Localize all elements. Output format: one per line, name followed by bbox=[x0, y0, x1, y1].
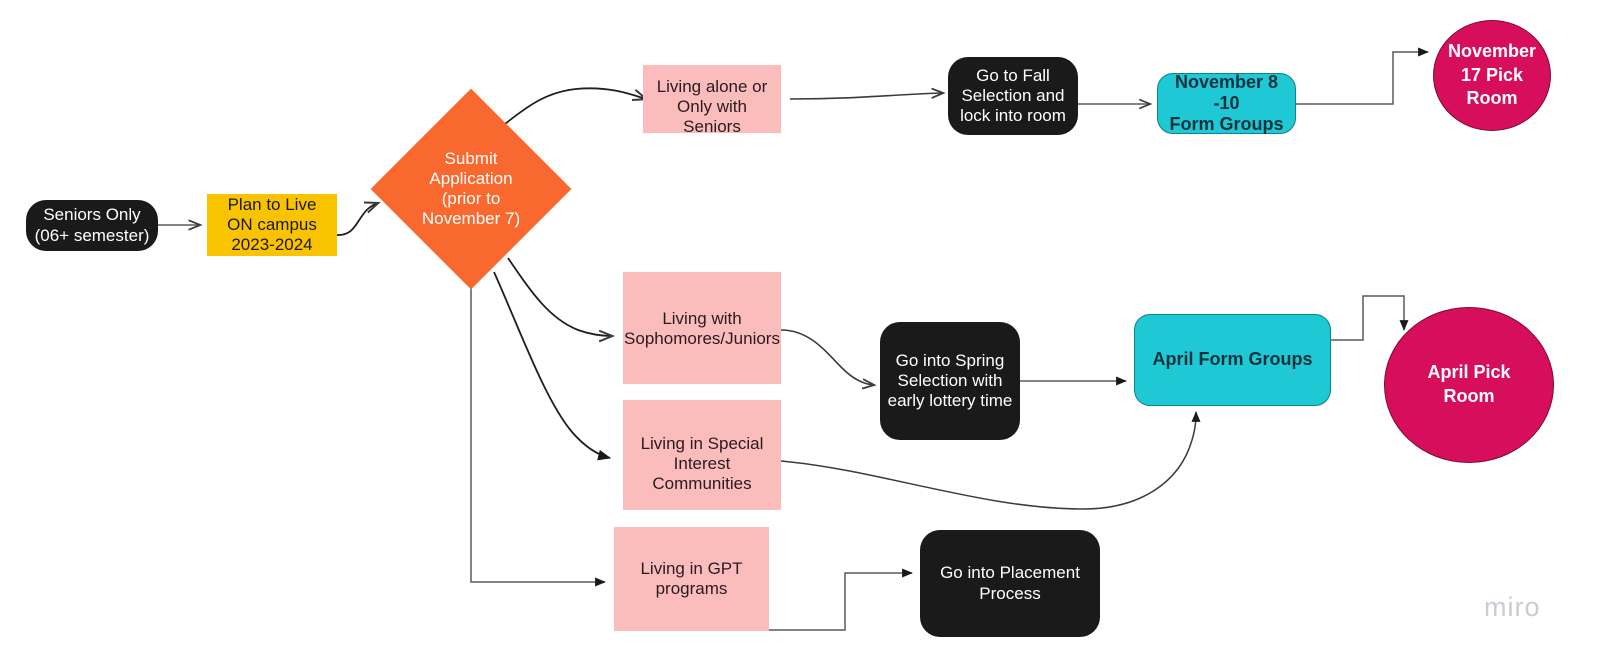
edge-april-groups-to-april-pick bbox=[1331, 295, 1409, 341]
node-living-special-interest-label: Living in Special Interest Communities bbox=[640, 434, 764, 494]
node-plan-to-live-on-label: Plan to Live ON campus 2023-2024 bbox=[227, 194, 317, 255]
edge-sophomores-to-spring-selection bbox=[780, 329, 874, 385]
node-seniors-only[interactable]: Seniors Only (06+ semester) bbox=[26, 200, 158, 251]
node-plan-to-live-on[interactable]: Plan to Live ON campus 2023-2024 bbox=[207, 194, 337, 256]
node-living-special-interest[interactable]: Living in Special Interest Communities bbox=[623, 400, 781, 510]
node-april-pick-room[interactable]: April Pick Room bbox=[1384, 307, 1554, 463]
edge-living-alone-to-fall-selection bbox=[789, 93, 943, 100]
node-go-to-fall-selection[interactable]: Go to Fall Selection and lock into room bbox=[948, 57, 1078, 135]
node-living-gpt[interactable]: Living in GPT programs bbox=[614, 527, 769, 631]
edge-gpt-to-placement bbox=[769, 568, 913, 631]
node-november-form-groups[interactable]: November 8 -10 Form Groups bbox=[1157, 71, 1296, 135]
node-april-pick-room-label: April Pick Room bbox=[1427, 362, 1511, 406]
node-submit-application[interactable]: Submit Application (prior to November 7) bbox=[370, 88, 572, 290]
node-living-alone[interactable]: Living alone or Only with Seniors bbox=[643, 65, 781, 136]
node-living-with-sophomores-juniors-label: Living with Sophomores/Juniors bbox=[624, 309, 780, 349]
node-go-into-spring-selection[interactable]: Go into Spring Selection with early lott… bbox=[880, 322, 1020, 440]
edge-application-to-sophomores bbox=[507, 257, 612, 336]
node-living-with-sophomores-juniors[interactable]: Living with Sophomores/Juniors bbox=[623, 272, 781, 384]
node-submit-application-label: Submit Application (prior to November 7) bbox=[421, 148, 521, 229]
node-april-form-groups-label: April Form Groups bbox=[1152, 349, 1313, 370]
node-november-form-groups-label: November 8 -10 Form Groups bbox=[1169, 71, 1284, 135]
node-living-alone-label: Living alone or Only with Seniors bbox=[656, 77, 768, 137]
node-living-gpt-label: Living in GPT programs bbox=[640, 559, 743, 599]
edge-november-groups-to-november-pick bbox=[1296, 47, 1429, 105]
miro-watermark: miro bbox=[1484, 592, 1541, 622]
node-seniors-only-label: Seniors Only (06+ semester) bbox=[34, 205, 150, 245]
edge-plan-to-application bbox=[336, 203, 378, 236]
edge-application-to-gpt bbox=[470, 288, 606, 587]
node-go-into-placement[interactable]: Go into Placement Process bbox=[920, 530, 1100, 637]
node-november-pick-room-label: November 17 Pick Room bbox=[1447, 40, 1537, 109]
node-go-into-placement-label: Go into Placement Process bbox=[940, 563, 1080, 603]
node-november-pick-room[interactable]: November 17 Pick Room bbox=[1433, 20, 1551, 131]
node-april-form-groups[interactable]: April Form Groups bbox=[1134, 314, 1331, 406]
node-go-into-spring-selection-label: Go into Spring Selection with early lott… bbox=[887, 350, 1013, 411]
edge-application-to-special-interest bbox=[493, 271, 612, 461]
node-go-to-fall-selection-label: Go to Fall Selection and lock into room bbox=[960, 65, 1066, 126]
